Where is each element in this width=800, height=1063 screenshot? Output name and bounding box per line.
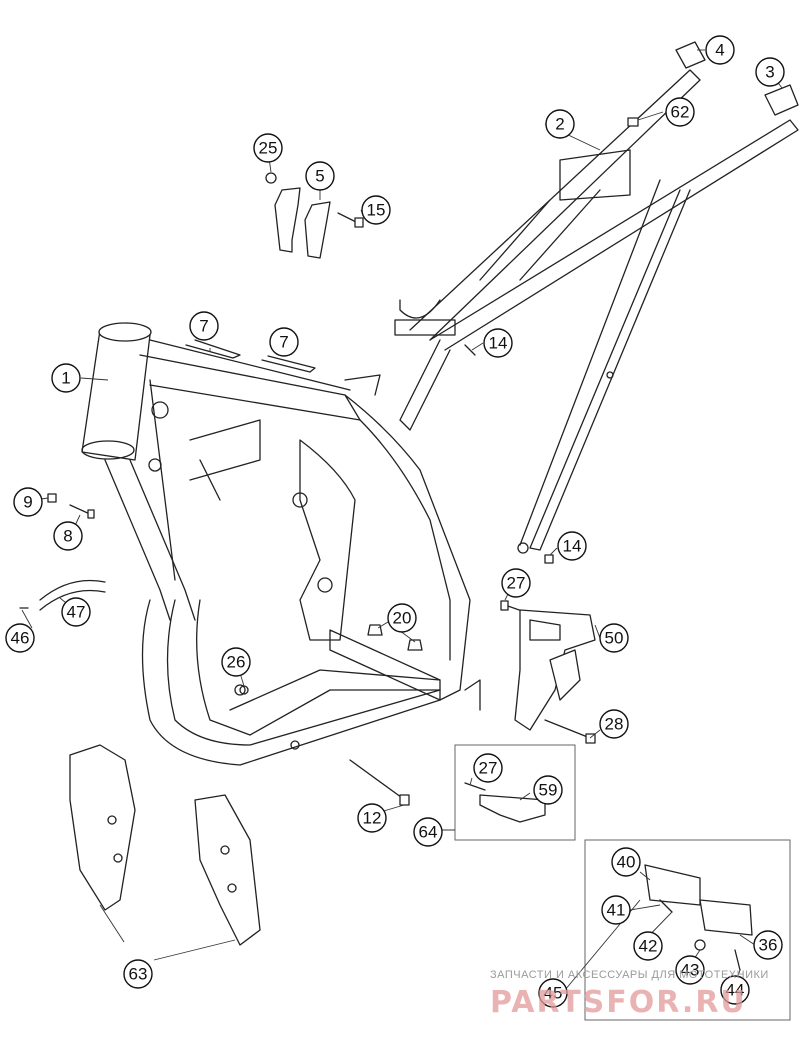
svg-text:44: 44 [726,981,745,1000]
svg-text:14: 14 [563,537,582,556]
svg-text:3: 3 [765,63,774,82]
callout-8: 8 [53,521,83,551]
callout-40: 40 [611,847,641,877]
svg-text:7: 7 [199,317,208,336]
svg-text:15: 15 [367,201,386,220]
inset-footpegs [584,839,791,1021]
callout-62: 62 [665,97,695,127]
svg-text:41: 41 [607,901,626,920]
svg-text:7: 7 [279,333,288,352]
small-hardware [19,41,799,806]
callout-44: 44 [720,975,750,1005]
inset-64 [454,744,576,841]
svg-text:20: 20 [393,609,412,628]
svg-text:43: 43 [681,961,700,980]
callout-41: 41 [601,895,631,925]
callout-20: 20 [387,603,417,633]
watermark-logo: PARTSFOR.RU [490,985,747,1020]
callout-7-b: 7 [269,327,299,357]
svg-text:4: 4 [715,41,724,60]
svg-text:1: 1 [61,369,70,388]
watermark-caption: ЗАПЧАСТИ И АКСЕССУАРЫ ДЛЯ МОТОТЕХНИКИ [490,969,769,981]
svg-text:9: 9 [23,493,32,512]
callout-1: 1 [51,363,81,393]
svg-text:47: 47 [67,603,86,622]
main-frame [81,322,481,766]
callout-12: 12 [357,803,387,833]
svg-text:62: 62 [671,103,690,122]
leader-lines [21,49,783,991]
svg-text:59: 59 [539,781,558,800]
svg-text:36: 36 [759,936,778,955]
svg-text:8: 8 [63,527,72,546]
callout-50: 50 [599,623,629,653]
svg-text:63: 63 [129,965,148,984]
svg-text:42: 42 [639,937,658,956]
callout-43: 43 [675,955,705,985]
callout-47: 47 [61,597,91,627]
callout-27-b: 27 [473,753,503,783]
callout-45: 45 [538,978,568,1008]
callout-14-b: 14 [557,531,587,561]
callout-36: 36 [753,930,783,960]
callout-3: 3 [755,57,785,87]
svg-text:5: 5 [315,167,324,186]
callout-42: 42 [633,931,663,961]
svg-text:50: 50 [605,629,624,648]
callout-28: 28 [599,709,629,739]
callout-59: 59 [533,775,563,805]
svg-text:27: 27 [507,574,526,593]
callout-9: 9 [13,487,43,517]
svg-text:2: 2 [555,115,564,134]
svg-text:28: 28 [605,715,624,734]
svg-text:64: 64 [419,823,438,842]
callout-64: 64 [413,817,443,847]
callout-15: 15 [361,195,391,225]
callout-14-a: 14 [483,328,513,358]
subframe [394,69,799,554]
watermark: ЗАПЧАСТИ И АКСЕССУАРЫ ДЛЯ МОТОТЕХНИКИ PA… [490,969,769,1020]
side-stand [514,609,596,731]
svg-text:26: 26 [227,653,246,672]
svg-text:46: 46 [11,629,30,648]
callout-25: 25 [253,133,283,163]
callout-4: 4 [705,35,735,65]
svg-text:25: 25 [259,139,278,158]
callout-26: 26 [221,647,251,677]
svg-text:14: 14 [489,334,508,353]
svg-text:12: 12 [363,809,382,828]
svg-text:40: 40 [617,853,636,872]
frame-guards [69,744,261,946]
callout-46: 46 [5,623,35,653]
svg-text:27: 27 [479,759,498,778]
callout-63: 63 [123,959,153,989]
callout-2: 2 [545,109,575,139]
callout-7-a: 7 [189,311,219,341]
callout-5: 5 [305,161,335,191]
svg-text:45: 45 [544,984,563,1003]
callout-27-a: 27 [501,568,531,598]
